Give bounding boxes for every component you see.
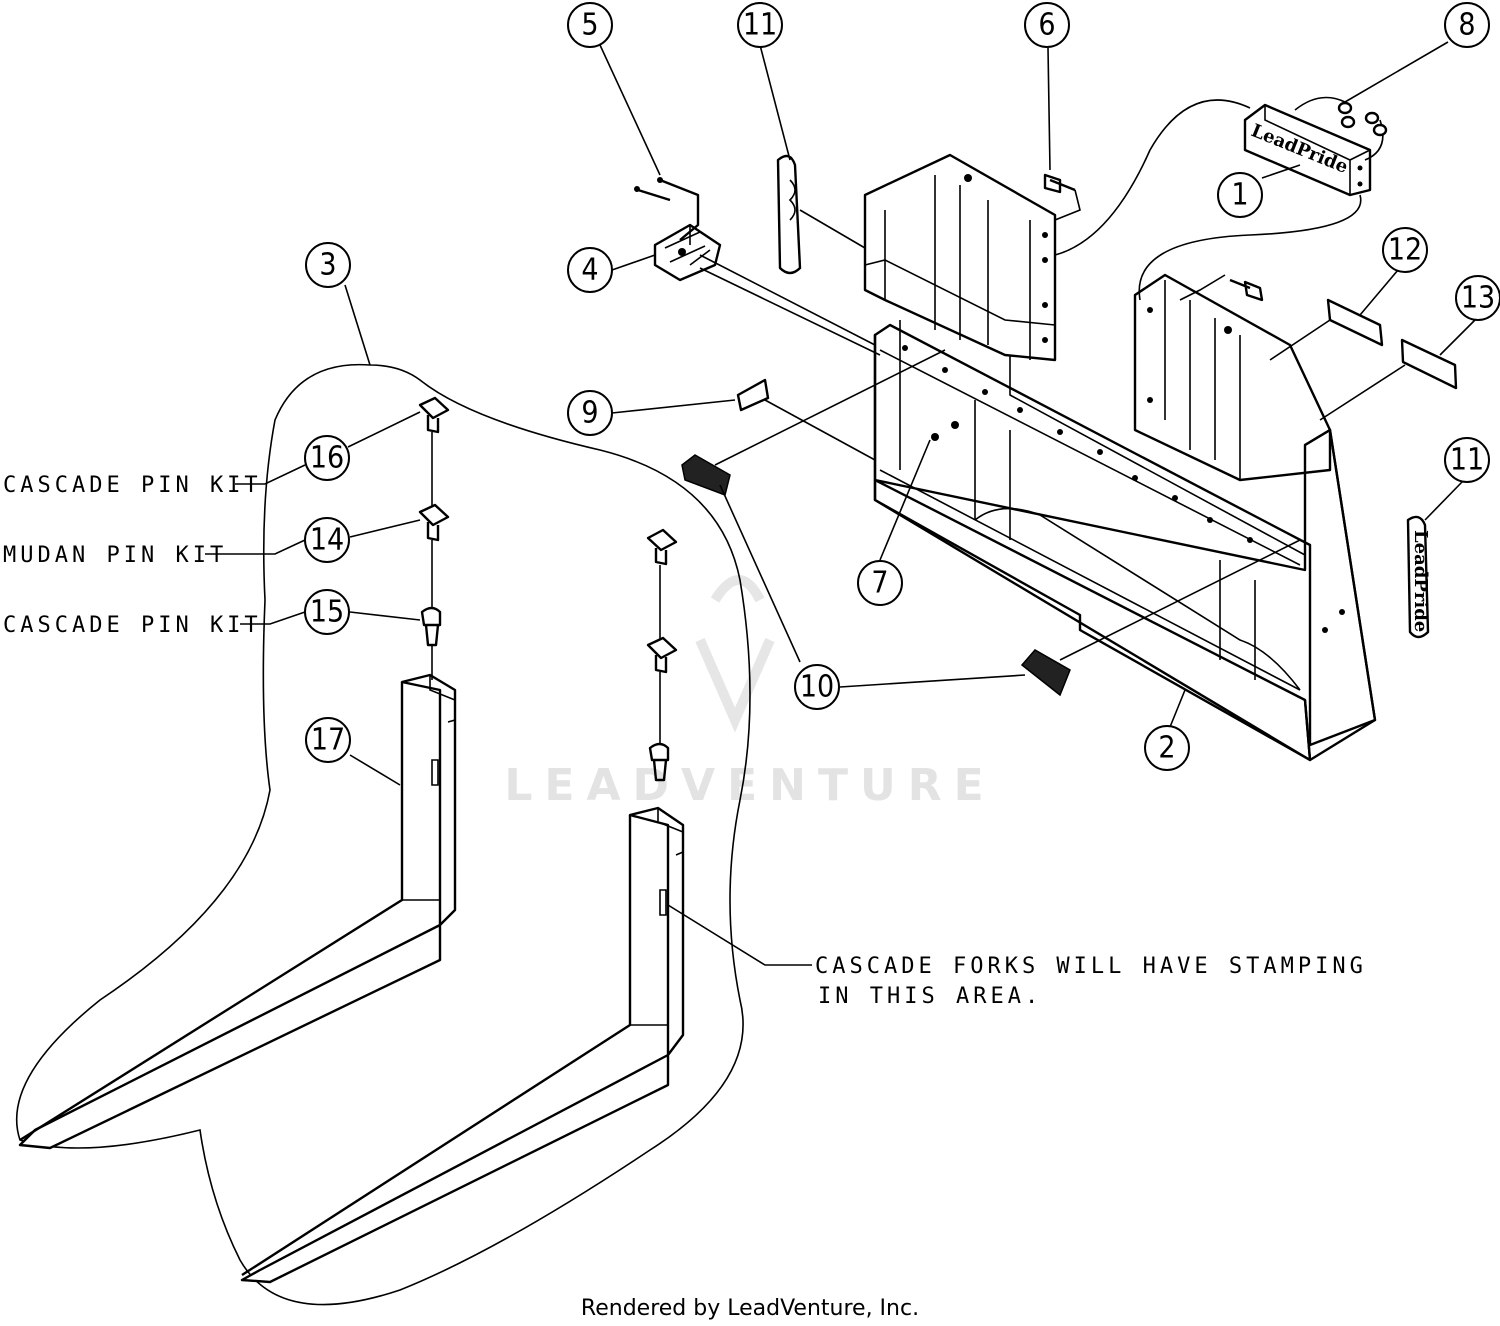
svg-text:17: 17 <box>311 723 345 758</box>
note-stamping-line-2: IN THIS AREA. <box>818 984 1042 1009</box>
svg-text:8: 8 <box>1458 8 1475 43</box>
callout-11-top: 11 <box>737 2 783 48</box>
callout-17: 17 <box>305 717 351 763</box>
nuts-part <box>1337 101 1388 137</box>
side-decal-brand-text: LeadPride <box>1410 530 1431 632</box>
callout-8: 8 <box>1444 2 1490 48</box>
decal-11-top <box>776 154 866 275</box>
callout-1: 1 <box>1217 172 1263 218</box>
callout-14: 14 <box>304 517 350 563</box>
callout-9: 9 <box>567 390 613 436</box>
callout-15: 15 <box>304 589 350 635</box>
callout-leaders <box>205 41 1476 966</box>
note-cascade-pin-kit-bottom: CASCADE PIN KIT <box>3 613 262 638</box>
decal-9 <box>736 378 770 412</box>
frame-assembly <box>863 153 1377 762</box>
svg-text:14: 14 <box>310 523 344 558</box>
callout-11-side: 11 <box>1444 437 1490 483</box>
footer-credit: Rendered by LeadVenture, Inc. <box>581 1296 919 1321</box>
svg-text:3: 3 <box>319 248 336 283</box>
callout-6: 6 <box>1024 2 1070 48</box>
fork-right <box>240 806 685 1284</box>
callout-4: 4 <box>567 247 613 293</box>
svg-text:10: 10 <box>800 670 834 705</box>
svg-text:13: 13 <box>1461 281 1495 316</box>
callout-5: 5 <box>567 2 613 48</box>
watermark-text: LEADVENTURE <box>504 760 995 811</box>
fork-kit-outline <box>15 363 751 1306</box>
svg-text:4: 4 <box>581 253 598 288</box>
frame-right-upright <box>1133 273 1332 482</box>
grease-fitting <box>931 433 939 441</box>
pin-stack-right <box>646 528 678 782</box>
callout-3: 3 <box>305 242 351 288</box>
svg-text:2: 2 <box>1158 731 1175 766</box>
frame-main-plate <box>873 323 1377 747</box>
callout-13: 13 <box>1455 275 1500 321</box>
fork-left <box>18 673 457 1150</box>
svg-text:5: 5 <box>581 8 598 43</box>
callout-16: 16 <box>304 435 350 481</box>
pin-stack-left <box>418 396 450 680</box>
frame-bolt-holes <box>902 345 1345 633</box>
bolts-part <box>1043 173 1264 302</box>
svg-text:15: 15 <box>310 595 344 630</box>
callout-7: 7 <box>857 560 903 606</box>
svg-text:6: 6 <box>1038 8 1055 43</box>
svg-text:1: 1 <box>1231 178 1248 213</box>
note-cascade-pin-kit-top: CASCADE PIN KIT <box>3 473 262 498</box>
decal-13 <box>1400 338 1458 390</box>
callout-2: 2 <box>1144 725 1190 771</box>
decal-11-side: LeadPride <box>1406 515 1431 639</box>
note-mudan-pin-kit: MUDAN PIN KIT <box>3 543 227 568</box>
callout-12: 12 <box>1382 227 1428 273</box>
watermark: LEADVENTURE <box>504 575 995 811</box>
svg-text:9: 9 <box>581 396 598 431</box>
decal-10-lower <box>1020 649 1071 697</box>
svg-text:7: 7 <box>871 566 888 601</box>
svg-text:11: 11 <box>1450 443 1484 478</box>
svg-text:16: 16 <box>310 441 344 476</box>
bracket-part <box>653 223 881 356</box>
callout-10: 10 <box>794 664 840 710</box>
decal-10-upper <box>681 454 731 496</box>
svg-text:12: 12 <box>1388 233 1422 268</box>
svg-text:11: 11 <box>743 8 777 43</box>
note-stamping-line-1: CASCADE FORKS WILL HAVE STAMPING <box>815 954 1367 979</box>
screws-part <box>634 177 700 241</box>
watermark-logo-icon <box>695 575 775 733</box>
decal-12 <box>1326 298 1384 347</box>
